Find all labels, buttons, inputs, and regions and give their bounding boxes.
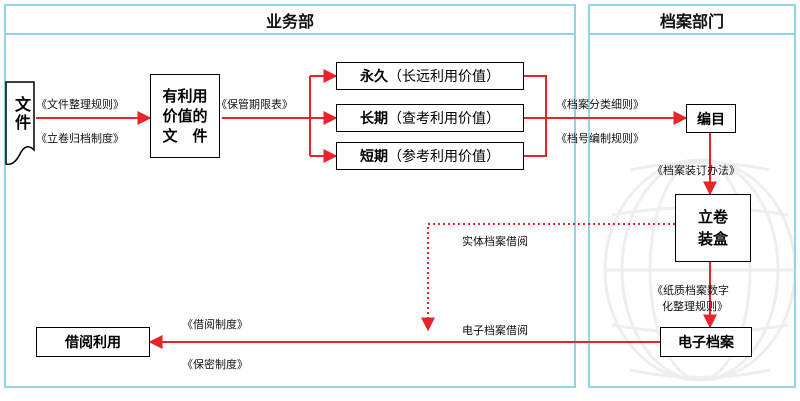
catalog-node: 编目 (686, 104, 736, 133)
business-department-panel: 业务部 (4, 4, 576, 388)
label-numbering: 《档号编制规则》 (556, 132, 644, 145)
valuable-file-node: 有利用 价值的 文 件 (150, 74, 220, 158)
label-secrecy-rules: 《保密制度》 (182, 358, 248, 371)
binding-line-1: 立卷 (697, 208, 728, 226)
borrow-use-node: 借阅利用 (36, 327, 150, 357)
label-retention: 《保管期限表》 (216, 98, 293, 111)
valuable-line-3: 文 件 (162, 127, 208, 145)
label-binding-method: 《档案装订办法》 (652, 164, 740, 177)
shortterm-term: 短期 (360, 149, 388, 165)
label-file-rules: 《文件整理规则》 (36, 98, 124, 111)
permanent-desc: （长远利用价值） (388, 69, 500, 85)
permanent-term: 永久 (360, 69, 388, 85)
archives-department-panel: 档案部门 (588, 4, 796, 388)
valuable-line-1: 有利用 (162, 87, 208, 105)
label-borrow-rules: 《借阅制度》 (182, 318, 248, 331)
valuable-line-2: 价值的 (162, 107, 208, 125)
longterm-retention-node: 长期（查考利用价值） (336, 104, 524, 132)
label-electronic-borrow: 电子档案借阅 (462, 324, 528, 337)
permanent-retention-node: 永久（长远利用价值） (336, 62, 524, 90)
merge-bracket (524, 75, 547, 157)
file-document-shape (5, 81, 35, 166)
label-physical-borrow: 实体档案借阅 (462, 235, 528, 248)
label-volume-rules: 《立卷归档制度》 (36, 132, 124, 145)
archives-department-title: 档案部门 (590, 6, 794, 35)
shortterm-desc: （参考利用价值） (388, 149, 500, 165)
longterm-term: 长期 (360, 111, 388, 127)
shortterm-retention-node: 短期（参考利用价值） (336, 142, 524, 170)
dotted-physical-borrow (421, 223, 675, 332)
longterm-desc: （查考利用价值） (388, 111, 500, 127)
label-digitize-2: 化整理规则》 (662, 300, 728, 313)
electronic-archive-node: 电子档案 (660, 327, 752, 357)
binding-node: 立卷 装盒 (675, 194, 751, 262)
binding-line-2: 装盒 (697, 230, 728, 248)
label-classification: 《档案分类细则》 (556, 98, 644, 111)
business-department-title: 业务部 (6, 6, 574, 35)
file-node: 文件 (12, 96, 31, 132)
label-digitize-1: 《纸质档案数字 (652, 284, 729, 297)
